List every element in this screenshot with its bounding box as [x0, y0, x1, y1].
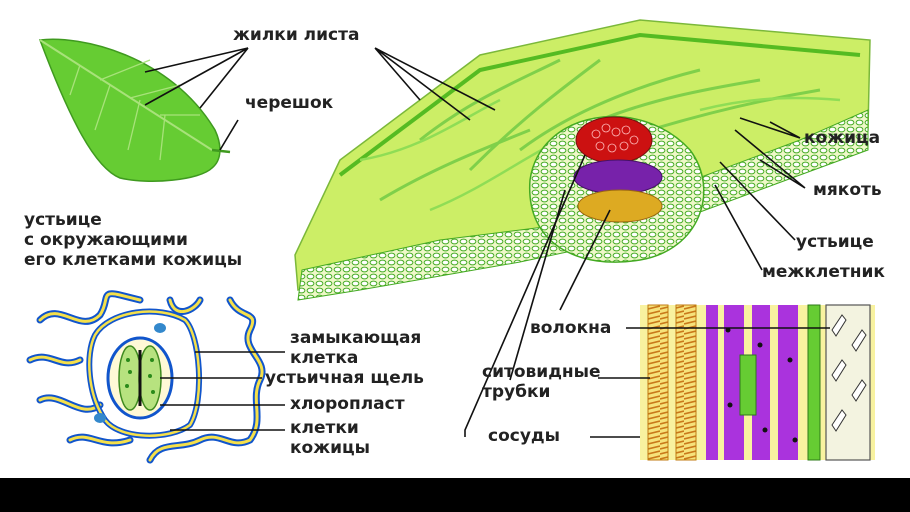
leader-lines — [144, 47, 830, 438]
label-intercellular: межклетник — [762, 262, 885, 282]
label-epidermis: кожица — [804, 128, 881, 148]
label-vessels: сосуды — [488, 426, 561, 446]
bottom-black-bar — [0, 478, 910, 512]
label-fibers: волокна — [530, 318, 612, 338]
birch-leaf — [38, 38, 231, 182]
label-leaf-veins: жилки листа — [233, 25, 360, 45]
label-chloroplast: хлоропласт — [290, 394, 405, 414]
stoma-drawing — [26, 290, 266, 464]
label-guard-cell: замыкающая клетка — [290, 328, 422, 368]
diagram-artwork — [26, 19, 875, 464]
vascular-bundle — [573, 116, 663, 223]
label-stoma-caption: устьице с окружающими его клетками кожиц… — [24, 210, 243, 270]
leaf-cross-section — [294, 19, 871, 301]
label-stoma: устьице — [796, 232, 874, 252]
vascular-tissue-section — [640, 304, 875, 461]
label-epidermal-cells: клетки кожицы — [290, 418, 371, 458]
label-sieve-tubes: ситовидные трубки — [482, 362, 601, 402]
label-petiole: черешок — [245, 93, 334, 113]
label-mesophyll: мякоть — [813, 180, 882, 200]
label-stomatal-slit: устьичная щель — [265, 368, 424, 388]
